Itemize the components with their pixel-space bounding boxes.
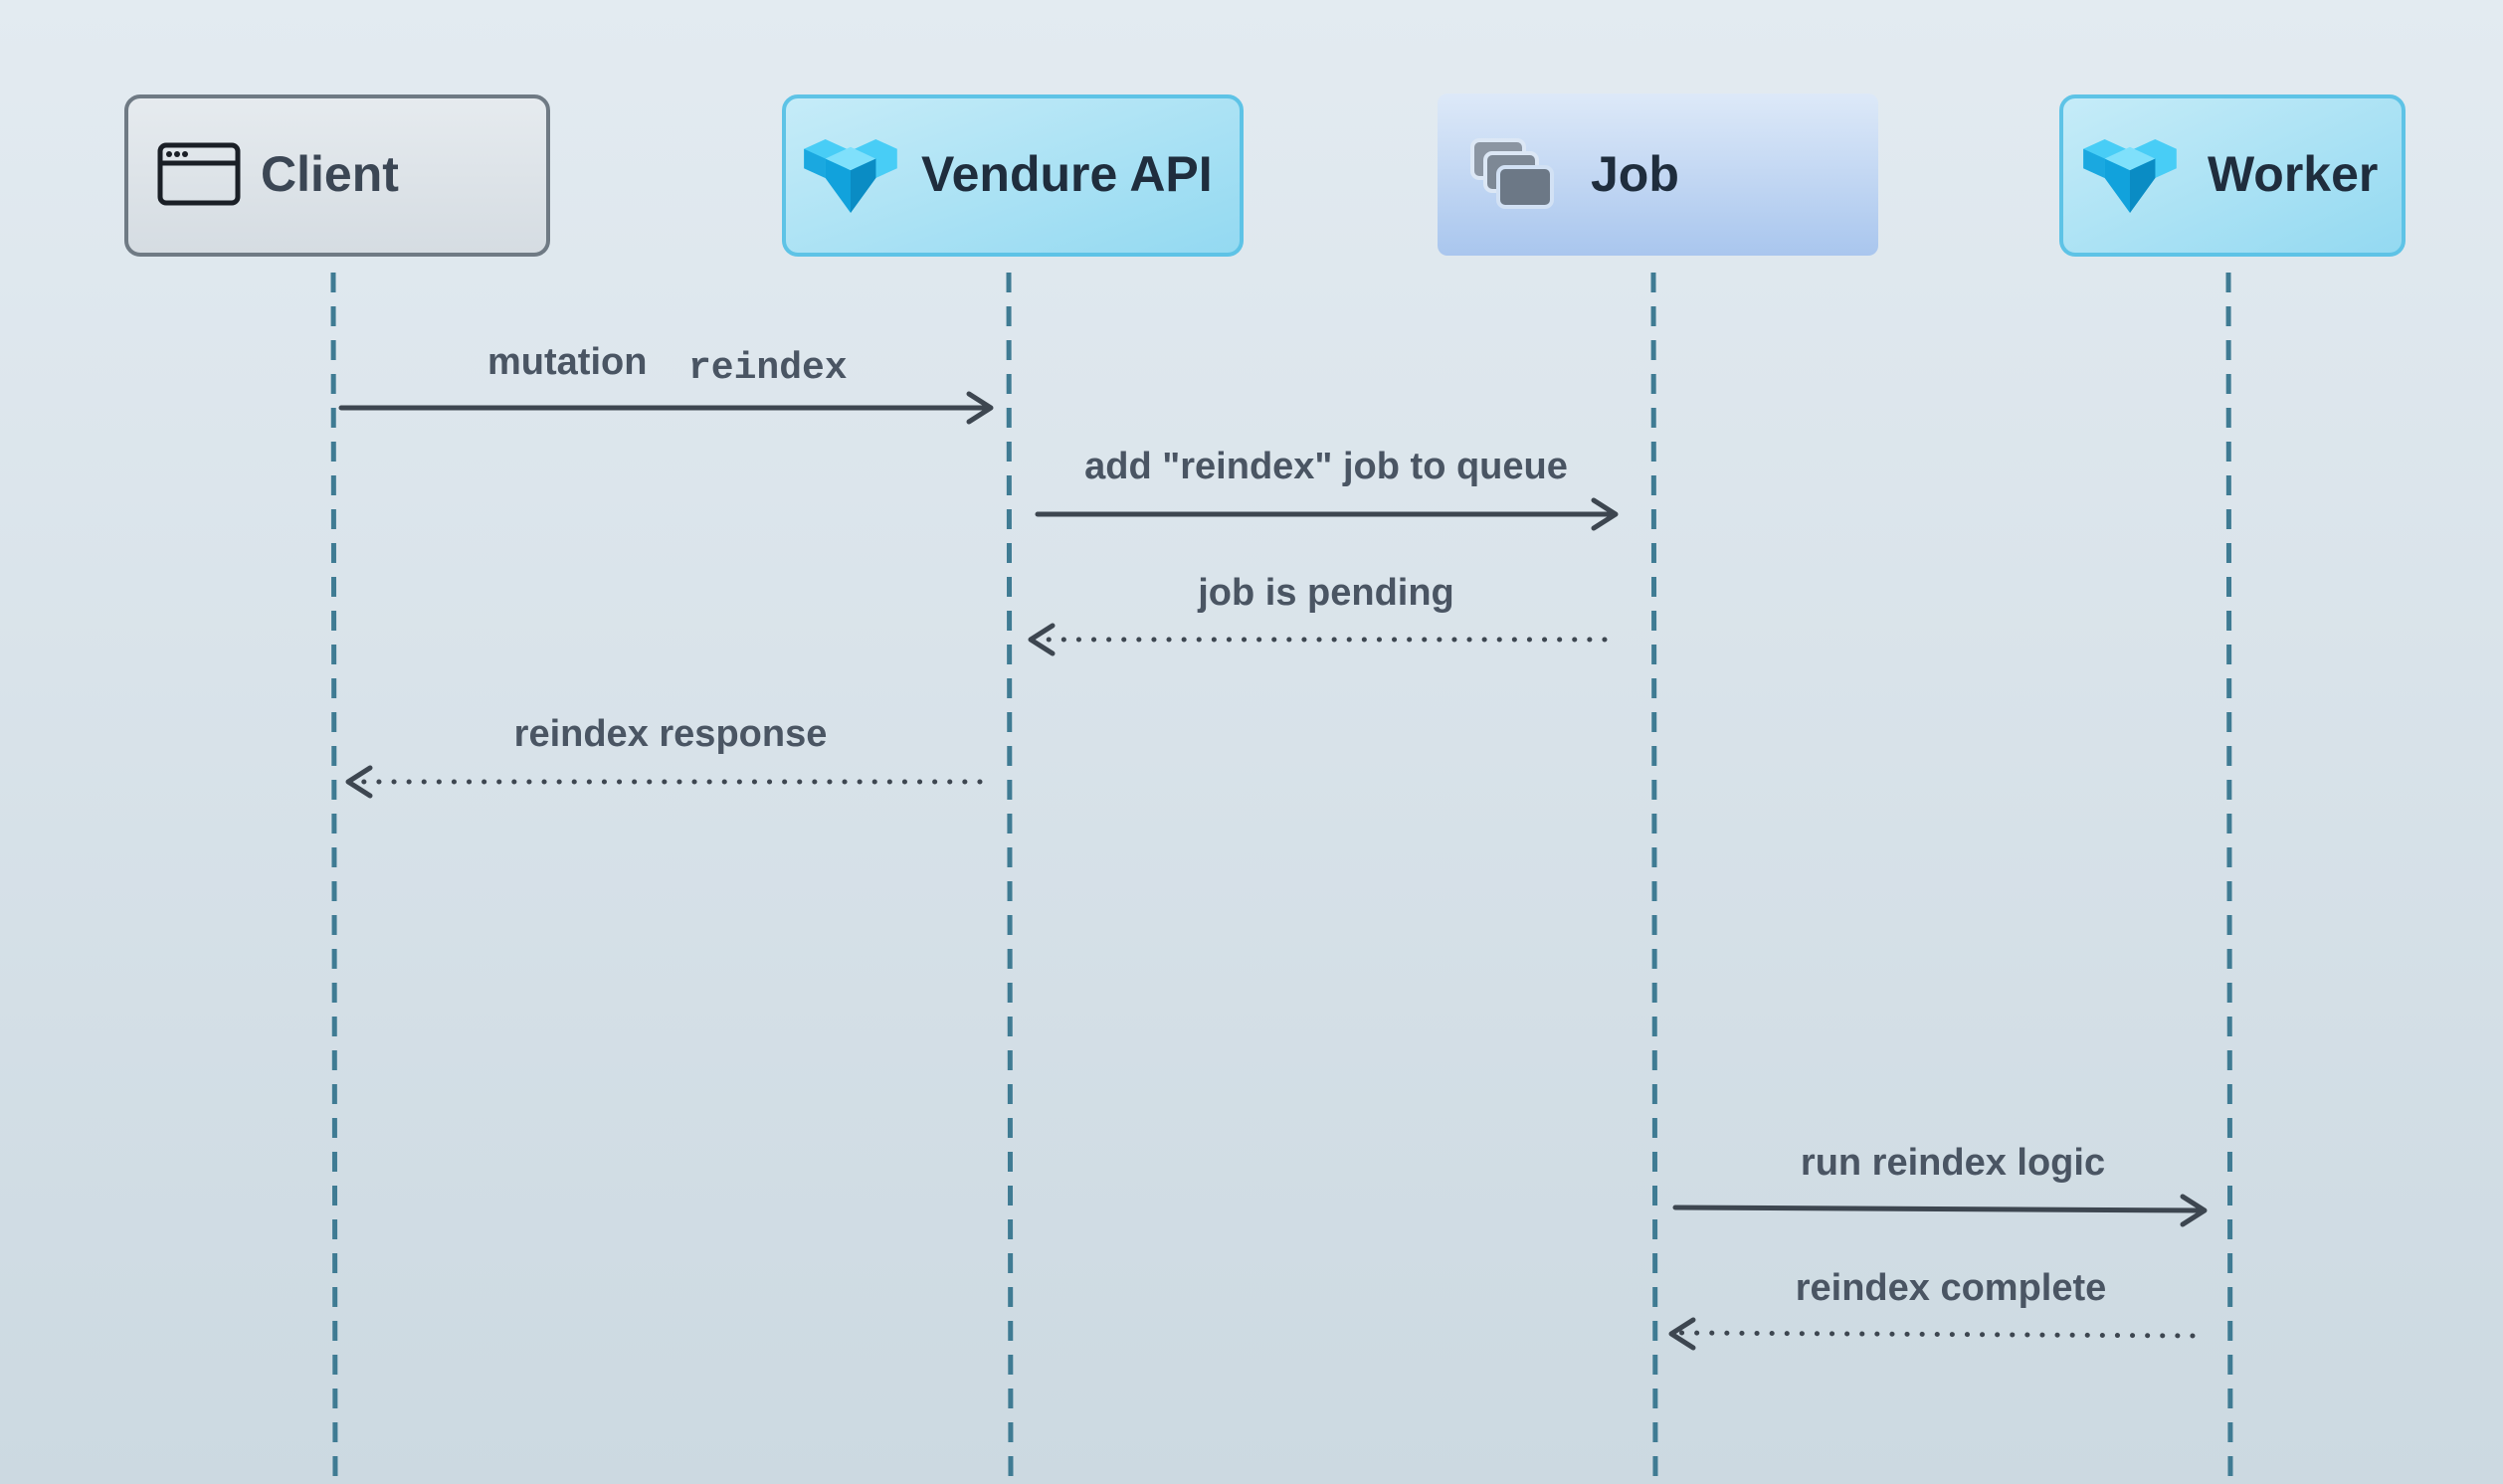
lifeline-worker bbox=[2225, 272, 2233, 1484]
lifeline-client bbox=[330, 272, 338, 1484]
actor-client-box bbox=[124, 94, 550, 257]
actor-job: Job bbox=[1438, 93, 1878, 256]
message-reindex-response-arrowhead bbox=[345, 765, 373, 799]
message-add-job-arrowhead bbox=[1591, 497, 1619, 531]
message-mutation-reindex: mutation reindex bbox=[338, 341, 994, 425]
actor-job-label: Job bbox=[1591, 146, 1679, 202]
message-mutation-reindex-arrowhead bbox=[966, 391, 994, 425]
actor-worker-box bbox=[2059, 94, 2406, 257]
actor-client: Client bbox=[124, 94, 550, 257]
message-reindex-complete-label: reindex complete bbox=[1796, 1267, 2107, 1309]
message-job-pending-label: job is pending bbox=[1197, 572, 1454, 614]
message-run-reindex-logic-arrowhead bbox=[2180, 1194, 2208, 1227]
message-label-text: mutation bbox=[487, 341, 647, 383]
browser-window-icon bbox=[157, 142, 241, 206]
message-label-code: reindex bbox=[688, 347, 848, 390]
actor-vendure-api-label: Vendure API bbox=[921, 146, 1213, 202]
message-reindex-complete-line bbox=[1678, 1330, 2196, 1339]
message-add-job: add "reindex" job to queue bbox=[1035, 446, 1619, 531]
stacked-cards-icon bbox=[1470, 138, 1554, 209]
lifeline-vendure-api bbox=[1006, 272, 1014, 1484]
actor-job-box bbox=[1438, 93, 1878, 256]
message-job-pending: job is pending bbox=[1028, 572, 1608, 656]
message-add-job-label: add "reindex" job to queue bbox=[1084, 446, 1568, 487]
lifeline-job bbox=[1650, 272, 1658, 1484]
message-reindex-complete: reindex complete bbox=[1668, 1267, 2196, 1351]
message-reindex-complete-arrowhead bbox=[1668, 1317, 1696, 1351]
message-run-reindex-logic-label: run reindex logic bbox=[1801, 1142, 2105, 1184]
message-run-reindex-logic: run reindex logic bbox=[1672, 1142, 2208, 1227]
actor-vendure-api: Vendure API bbox=[782, 94, 1244, 257]
actor-vendure-api-box bbox=[782, 94, 1244, 257]
message-run-reindex-logic-line bbox=[1672, 1205, 2206, 1213]
actor-worker: Worker bbox=[2059, 94, 2406, 257]
actor-worker-label: Worker bbox=[2208, 146, 2378, 202]
message-reindex-response-label: reindex response bbox=[514, 713, 828, 755]
message-job-pending-arrowhead bbox=[1028, 623, 1056, 656]
message-mutation-reindex-label: mutation reindex bbox=[487, 341, 848, 390]
message-reindex-response: reindex response bbox=[345, 713, 983, 799]
actor-client-label: Client bbox=[261, 146, 399, 202]
